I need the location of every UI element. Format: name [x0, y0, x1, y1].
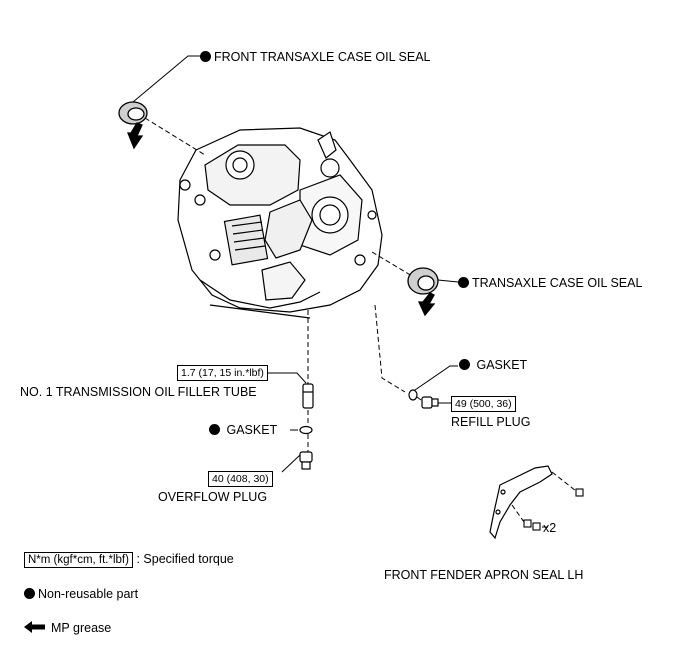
legend-grease: MP grease	[24, 621, 111, 635]
transaxle-assembly	[177, 127, 383, 319]
front-seal-nonreusable-icon	[200, 51, 211, 62]
bolt-quantity-label: x2	[543, 521, 557, 535]
front-seal-grease-arrow-icon	[127, 122, 144, 150]
refill-plug-label: REFILL PLUG	[451, 415, 531, 429]
overflow-plug-shape	[299, 451, 313, 470]
gasket-left-label: GASKET	[209, 423, 277, 437]
legend-nonreusable: Non-reusable part	[24, 587, 138, 601]
legend-torque-text: : Specified torque	[136, 552, 234, 566]
front-oil-seal-shape	[118, 101, 148, 150]
legend-torque-box: N*m (kgf*cm, ft.*lbf)	[24, 552, 133, 568]
gasket-right-label: GASKET	[459, 358, 527, 372]
case-oil-seal-shape	[407, 267, 439, 317]
gasket-left-shape	[299, 425, 313, 435]
filler-tube-torque-box: 1.7 (17, 15 in.*lbf)	[177, 365, 268, 381]
apron-seal-shape	[489, 465, 553, 540]
filler-tube-shape	[302, 383, 314, 409]
overflow-plug-label: OVERFLOW PLUG	[158, 490, 268, 504]
legend-grease-arrow-icon	[24, 621, 45, 633]
apron-bolts	[523, 488, 584, 531]
legend-torque: N*m (kgf*cm, ft.*lbf) : Specified torque	[24, 552, 234, 568]
gasket-right-nonreusable-icon	[459, 359, 470, 370]
case-seal-grease-arrow-icon	[417, 292, 436, 317]
case-seal-nonreusable-icon	[458, 277, 469, 288]
case-oil-seal-label: TRANSAXLE CASE OIL SEAL	[458, 276, 642, 290]
overflow-plug-torque-box: 40 (408, 30)	[208, 471, 273, 487]
refill-plug-shape	[421, 396, 439, 409]
legend-nonreusable-icon	[24, 588, 35, 599]
dashed-guides	[144, 117, 577, 523]
refill-plug-torque-box: 49 (500, 36)	[451, 396, 516, 412]
leader-lines	[132, 55, 548, 528]
filler-tube-label: NO. 1 TRANSMISSION OIL FILLER TUBE	[20, 385, 257, 399]
apron-seal-label: FRONT FENDER APRON SEAL LH	[384, 568, 584, 582]
gasket-left-nonreusable-icon	[209, 424, 220, 435]
front-oil-seal-label: FRONT TRANSAXLE CASE OIL SEAL	[200, 50, 431, 64]
gasket-right-shape	[408, 389, 418, 401]
